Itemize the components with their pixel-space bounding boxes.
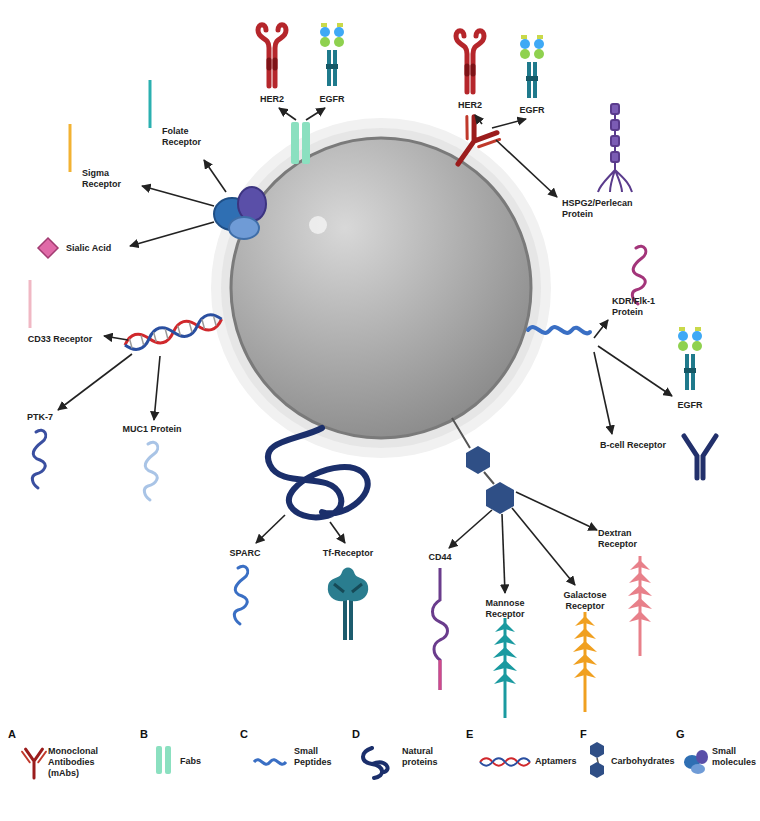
- legend-letter: F: [580, 728, 594, 740]
- target-label: MUC1 Protein: [114, 424, 190, 435]
- target-label: Sigma Receptor: [82, 168, 137, 190]
- target-label: EGFR: [312, 94, 352, 105]
- legend-letter: A: [8, 728, 22, 740]
- target-label: EGFR: [670, 400, 710, 411]
- target-label: Sialic Acid: [66, 243, 128, 254]
- legend-letter: G: [676, 728, 690, 740]
- target-label: KDR/Flk-1 Protein: [612, 296, 674, 318]
- legend-letter: D: [352, 728, 366, 740]
- target-label: Folate Receptor: [162, 126, 217, 148]
- legend-letter: E: [466, 728, 480, 740]
- legend-letter: C: [240, 728, 254, 740]
- legend-text: Fabs: [180, 756, 220, 767]
- target-label: Dextran Receptor: [598, 528, 660, 550]
- target-label: PTK-7: [20, 412, 60, 423]
- target-label: EGFR: [512, 105, 552, 116]
- target-label: CD44: [420, 552, 460, 563]
- legend-text: Aptamers: [535, 756, 591, 767]
- legend-letter: B: [140, 728, 154, 740]
- target-label: Mannose Receptor: [474, 598, 536, 620]
- legend-text: Small molecules: [712, 746, 756, 768]
- target-label: HER2: [450, 100, 490, 111]
- target-label: HER2: [252, 94, 292, 105]
- target-label: Galactose Receptor: [553, 590, 617, 612]
- legend-text: Monoclonal Antibodies (mAbs): [48, 746, 126, 778]
- target-label: B-cell Receptor: [600, 440, 680, 451]
- target-label: HSPG2/Perlecan Protein: [562, 198, 636, 220]
- legend-text: Small Peptides: [294, 746, 342, 768]
- target-label: Tf-Receptor: [313, 548, 383, 559]
- target-label: SPARC: [220, 548, 270, 559]
- legend-text: Carbohydrates: [611, 756, 675, 767]
- legend-text: Natural proteins: [402, 746, 454, 768]
- target-label: CD33 Receptor: [20, 334, 100, 345]
